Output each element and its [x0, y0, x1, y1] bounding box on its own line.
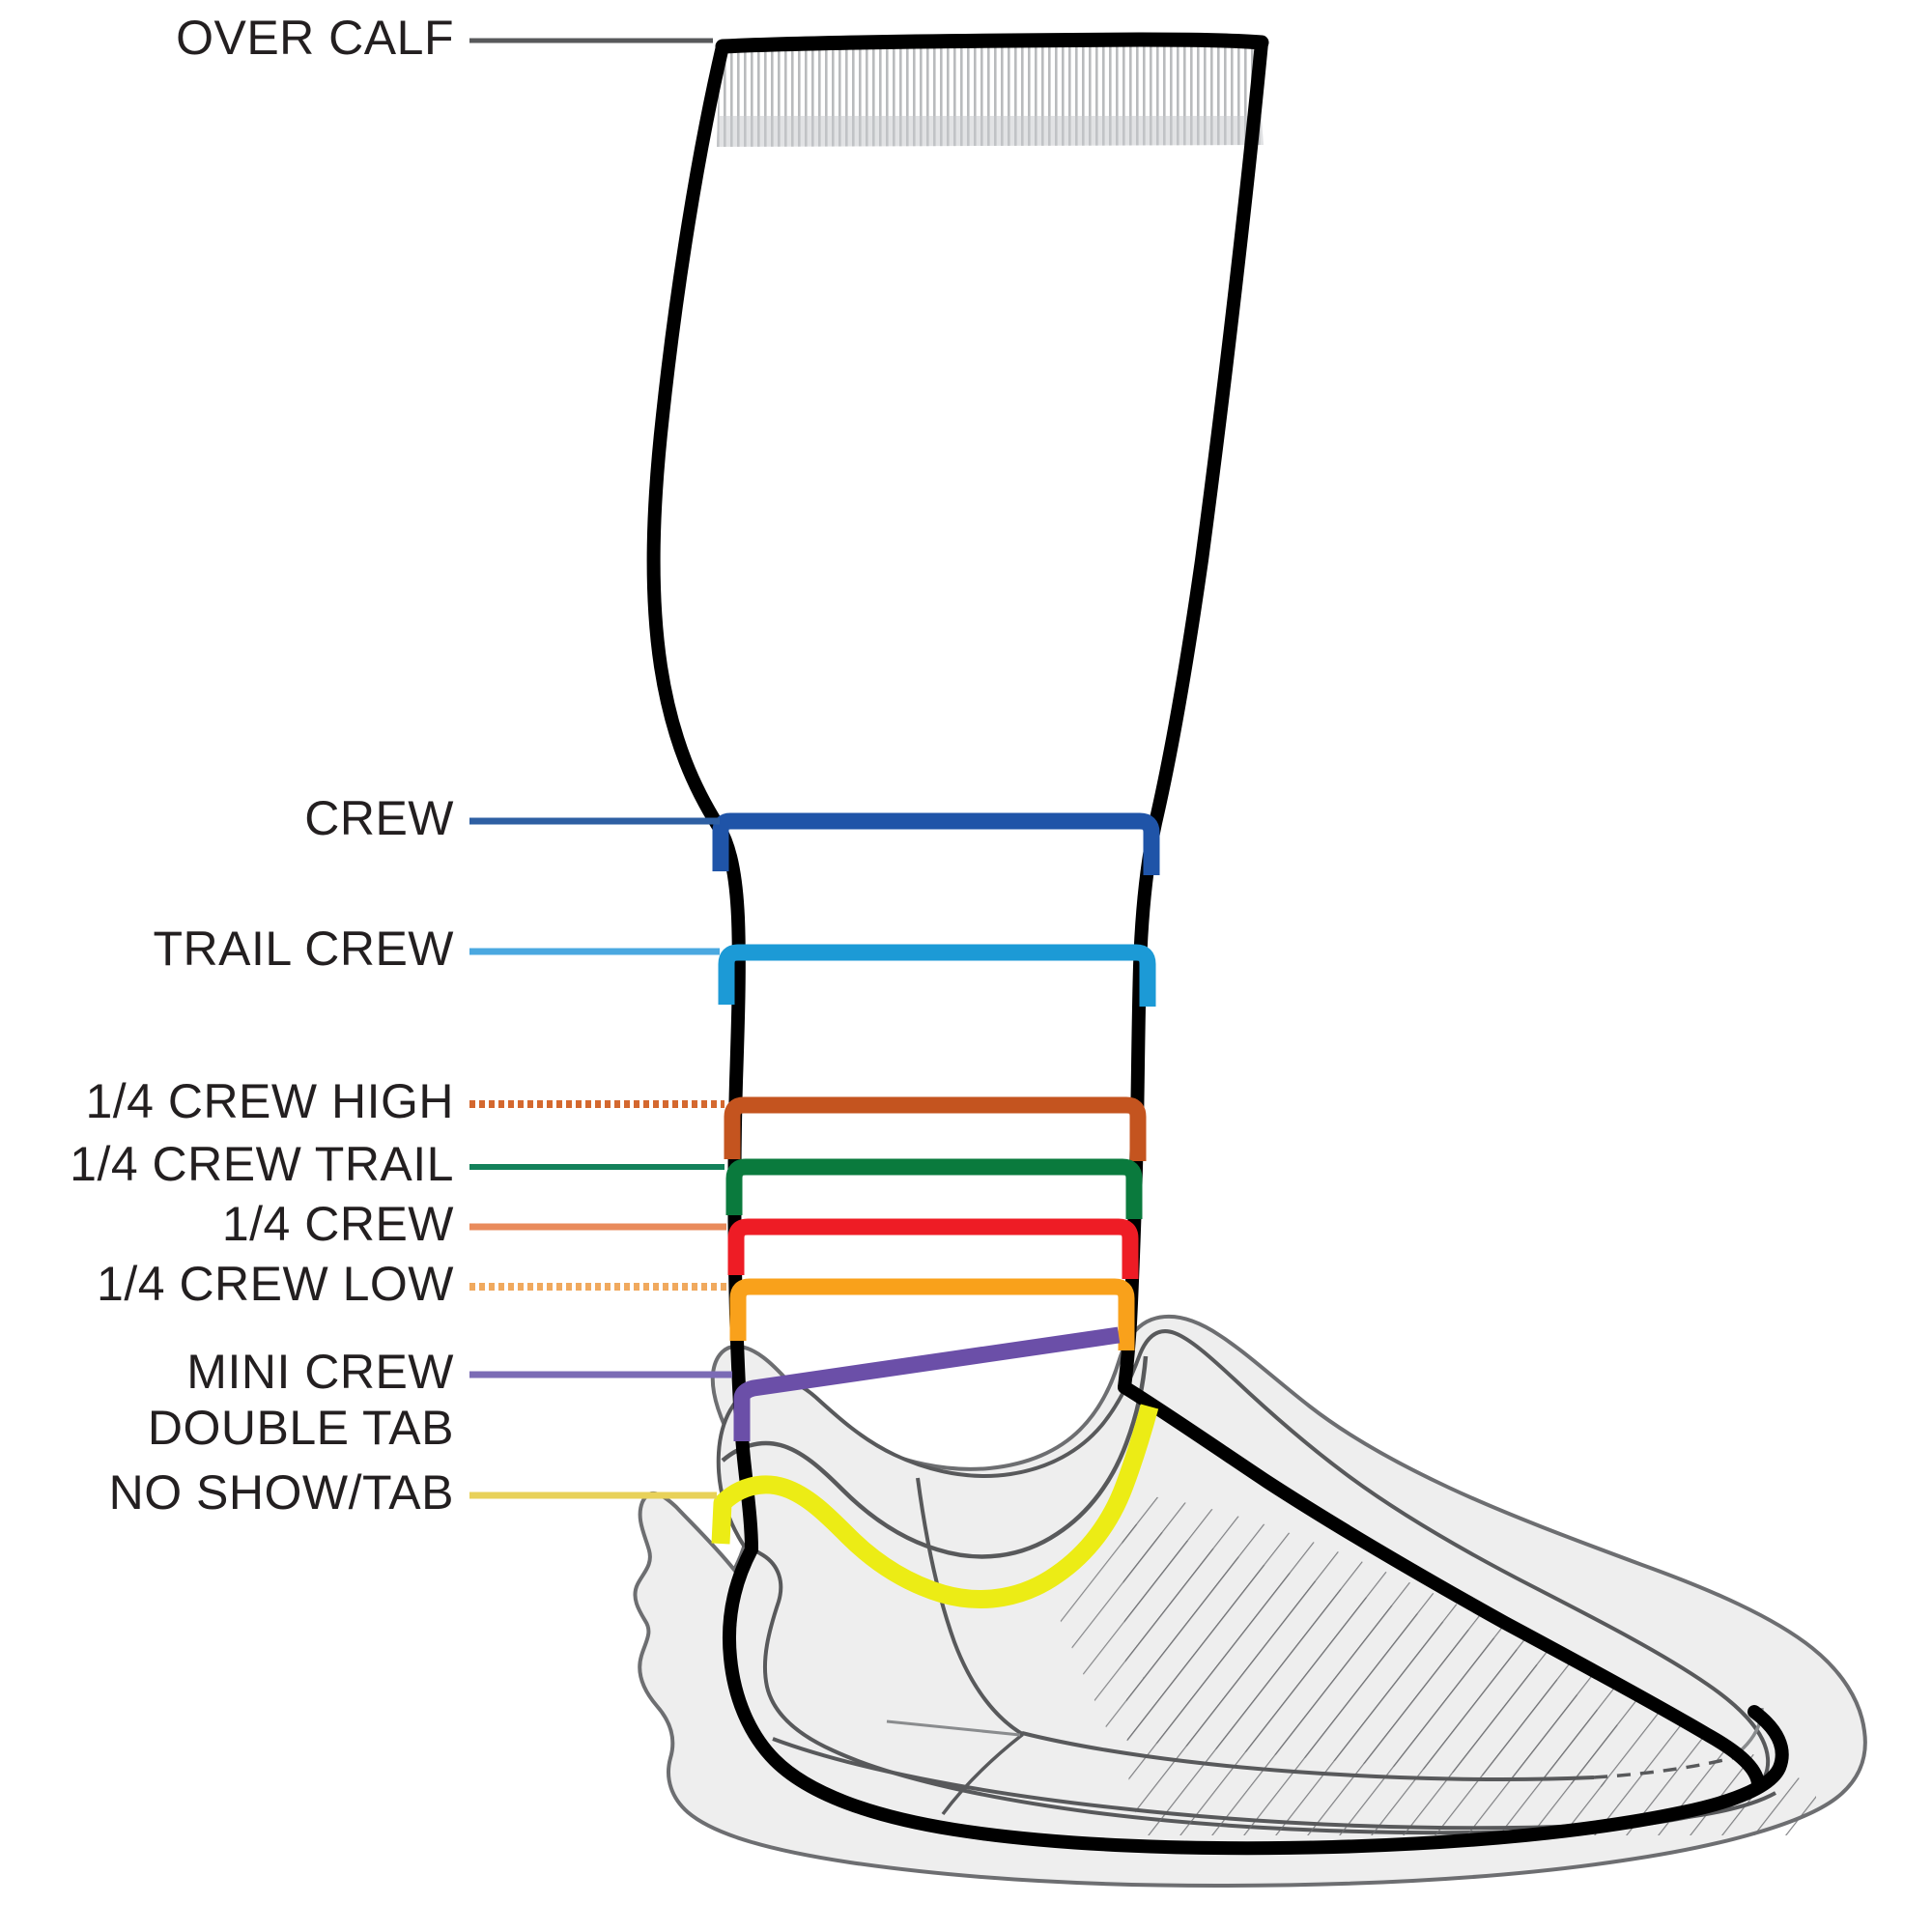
- label-mini-crew-double-tab: MINI CREW DOUBLE TAB: [147, 1345, 454, 1455]
- marker-trail-crew: [718, 944, 1156, 1007]
- label-crew: CREW: [304, 791, 454, 845]
- shoe-seam-heel-fork: [941, 1733, 1024, 1816]
- marker-crew: [712, 812, 1160, 875]
- shoe-illustration: [633, 1314, 1867, 1889]
- shoe-seam-collar-to-midfoot: [916, 1477, 1025, 1737]
- marker-quarter-crew: [727, 1218, 1139, 1279]
- shoe-seam-toe-line: [1593, 1754, 1740, 1779]
- sock-cuff-top-edge: [715, 32, 1269, 54]
- sock-outline-left: [646, 40, 758, 1556]
- shoe-midfoot-hatching: [1053, 1507, 1623, 1787]
- shoe-collar-line: [721, 1355, 1149, 1559]
- label-no-show-tab: NO SHOW/TAB: [108, 1465, 454, 1520]
- label-quarter-crew-high: 1/4 CREW HIGH: [85, 1074, 454, 1128]
- sock-height-markers: [711, 812, 1160, 1608]
- label-trail-crew: TRAIL CREW: [153, 922, 454, 976]
- marker-mini-crew-double-tab: [733, 1326, 1121, 1441]
- marker-quarter-crew-low: [729, 1278, 1135, 1350]
- sock-outline-right: [1118, 36, 1268, 1394]
- label-over-calf: OVER CALF: [176, 11, 454, 65]
- marker-no-show-tab: [711, 1404, 1159, 1608]
- label-quarter-crew-low: 1/4 CREW LOW: [97, 1257, 454, 1311]
- sock-foot-outline: [722, 1543, 1789, 1856]
- label-quarter-crew: 1/4 CREW: [221, 1197, 454, 1251]
- marker-quarter-crew-trail: [725, 1158, 1143, 1219]
- sock-cuff-texture: [717, 41, 1264, 147]
- label-quarter-crew-trail: 1/4 CREW TRAIL: [70, 1137, 454, 1191]
- shoe-seam-midfoot-diagonal: [1021, 1731, 1595, 1781]
- marker-quarter-crew-high: [724, 1096, 1147, 1161]
- sock-toe-outline: [1118, 1380, 1765, 1790]
- shoe-seam-heel-short: [886, 1719, 1021, 1737]
- leader-lines: [469, 38, 732, 1499]
